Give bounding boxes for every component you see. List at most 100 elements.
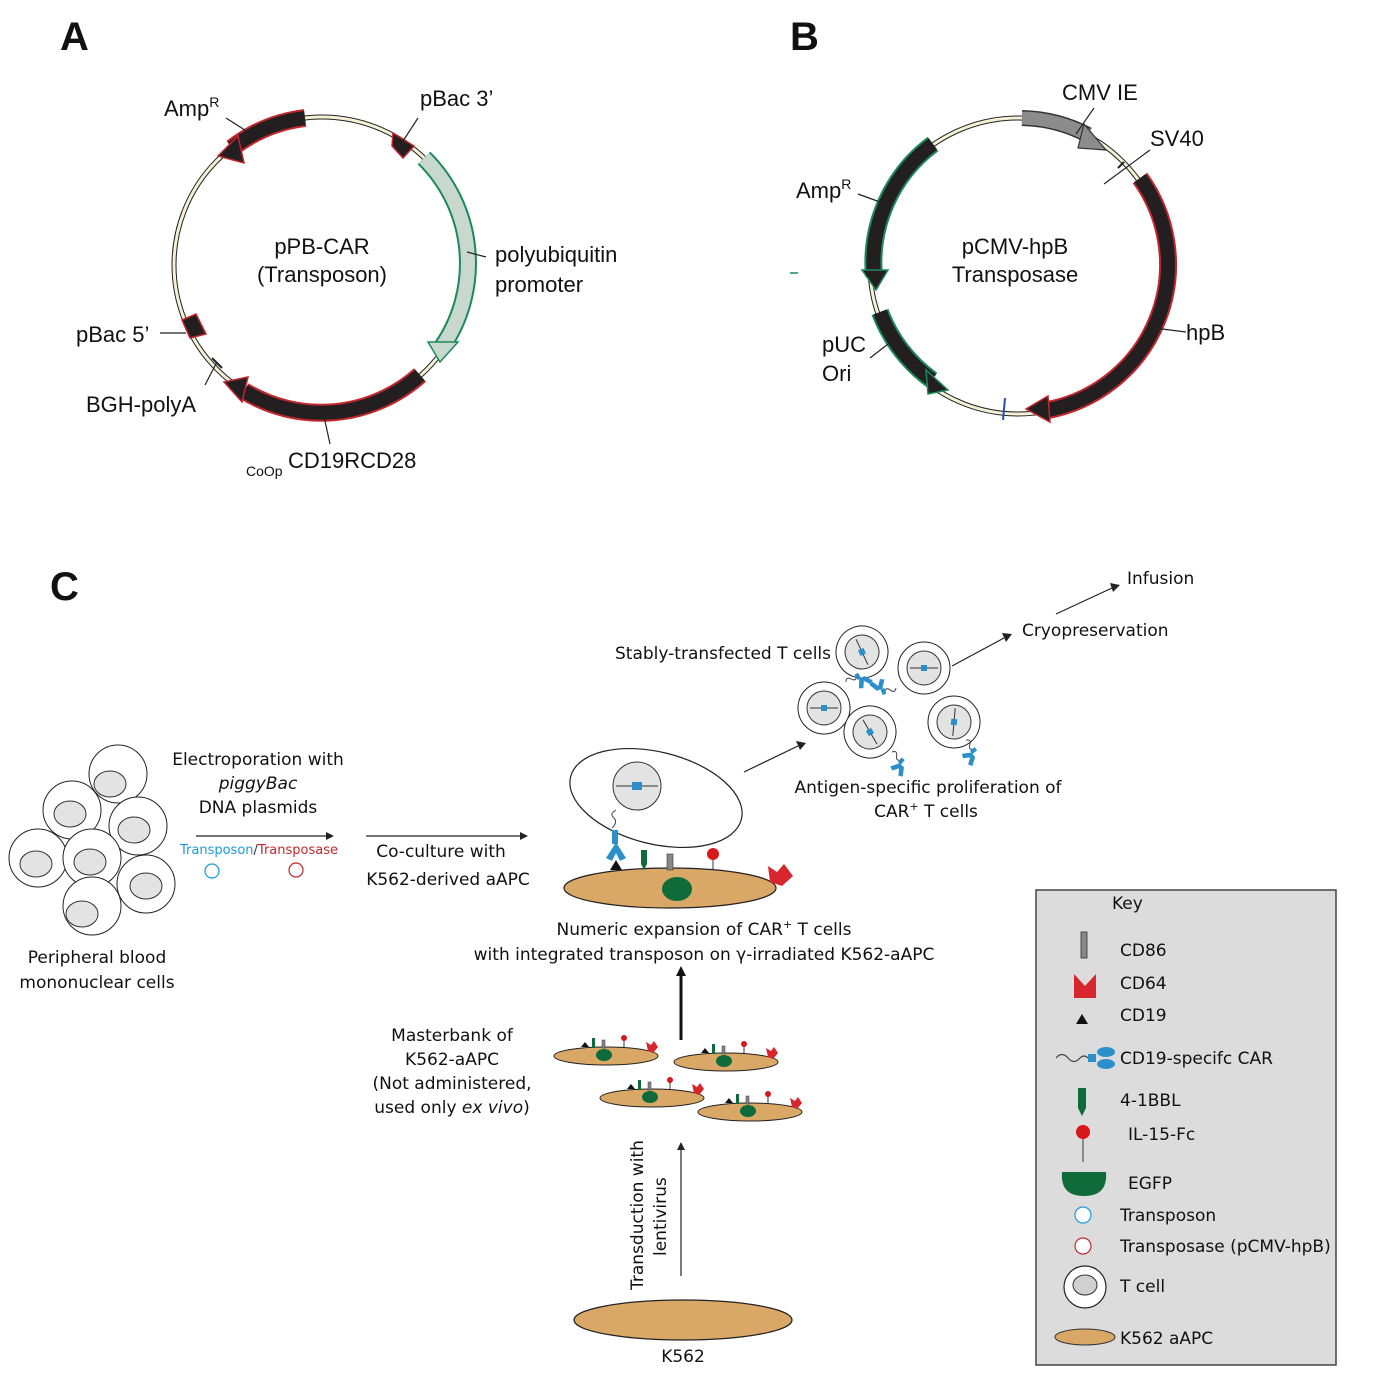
masterbank-aapc — [697, 1090, 803, 1122]
bgh-leader — [204, 361, 218, 386]
pbmc-cell — [116, 854, 176, 914]
amp-a-arrowhead — [216, 134, 246, 165]
promoter-leader — [466, 251, 487, 258]
central-car-head — [606, 844, 626, 861]
proliferating-car — [868, 674, 898, 700]
cd86-icon — [1080, 931, 1088, 959]
amp-a-leader — [225, 117, 249, 133]
pbmc-cell — [8, 828, 68, 888]
master-label-3: (Not administered, — [372, 1074, 531, 1094]
transduction-label-1: Transduction with — [628, 1140, 648, 1291]
egfp-icon — [1061, 1172, 1107, 1196]
k562-label: K562 — [661, 1347, 705, 1367]
central-cd64 — [768, 864, 793, 886]
numeric-label-2: with integrated transposon on γ-irradiat… — [474, 945, 935, 965]
amp-b-label: AmpR — [796, 176, 851, 203]
central-4-1bbl — [641, 850, 647, 870]
proliferating-tcell — [897, 641, 951, 695]
infusion-label: Infusion — [1127, 569, 1194, 589]
pbac3-label: pBac 3’ — [420, 86, 493, 111]
coculture-arrowhead — [520, 832, 528, 840]
legend-il15: IL-15-Fc — [1128, 1125, 1195, 1145]
plasmid-a-type: (Transposon) — [257, 262, 387, 287]
stably-label: Stably-transfected T cells — [615, 644, 831, 664]
transposon-transposase-label: Transposon/Transposase — [179, 843, 338, 858]
pbmc-cluster — [8, 744, 176, 936]
pbmc-cell — [62, 828, 122, 888]
central-il15 — [707, 848, 719, 860]
panel-b-letter: B — [790, 15, 819, 59]
pbac3-leader — [402, 117, 419, 142]
legend-transposase: Transposase (pCMV-hpB) — [1119, 1237, 1331, 1257]
legend-cd64: CD64 — [1120, 974, 1167, 994]
plasmid-b-type: Transposase — [952, 262, 1078, 287]
amp-b-leader — [857, 193, 881, 203]
infusion-arrow — [1055, 587, 1113, 615]
plasmid-b-marker — [1002, 397, 1006, 421]
transduction-label-2: lentivirus — [651, 1177, 671, 1256]
masterbank-aapc — [599, 1076, 705, 1108]
infusion-arrowhead — [1110, 583, 1120, 592]
proliferating-car — [882, 749, 913, 779]
sv40-tick — [1117, 161, 1125, 169]
numeric-label-1: Numeric expansion of CAR+ T cells — [557, 918, 852, 940]
amp-b-arrowhead — [860, 269, 890, 292]
promoter-segment — [419, 153, 475, 351]
proliferating-tcells — [797, 616, 984, 779]
central-egfp — [662, 877, 692, 901]
pbmc-label-1: Peripheral blood — [28, 948, 166, 968]
electro-label-2: piggyBac — [218, 774, 298, 794]
central-car-stalk — [612, 830, 618, 844]
plasmid-a-name: pPB-CAR — [274, 234, 369, 259]
puc-segment — [873, 309, 937, 386]
panel-c-letter: C — [50, 565, 79, 609]
cmv-arrowhead — [1077, 122, 1108, 151]
central-cd86 — [666, 853, 674, 871]
amp-a-segment — [227, 111, 306, 154]
4-1bbl-icon — [1078, 1088, 1086, 1116]
pbmc-cell — [88, 744, 148, 804]
amp-a-label: AmpR — [164, 94, 219, 121]
sv40-leader — [1103, 149, 1151, 185]
pbmc-cell — [108, 796, 168, 856]
car-icon-stalk — [1088, 1054, 1096, 1062]
transposon-key-icon — [1074, 1206, 1092, 1224]
cryo-arrow — [951, 637, 1005, 667]
plasmid-b-name: pCMV-hpB — [962, 234, 1068, 259]
proliferating-tcell — [797, 681, 851, 735]
plasmid-b — [790, 107, 1187, 424]
puc-leader — [869, 343, 889, 359]
electro-label-1: Electroporation with — [172, 750, 344, 770]
hpb-segment — [1046, 173, 1175, 417]
antigen-label-1: Antigen-specific proliferation of — [794, 778, 1062, 798]
plasmid-a — [160, 109, 487, 445]
k562-key-icon — [1054, 1328, 1116, 1346]
legend-title: Key — [1112, 894, 1143, 914]
legend-cd86: CD86 — [1120, 941, 1167, 961]
promoter-label-2: promoter — [495, 272, 583, 297]
electro-arrowhead — [326, 832, 334, 840]
master-label-4: used only ex vivo) — [374, 1098, 529, 1118]
proliferation-arrow — [743, 745, 799, 773]
coculture-label-1: Co-culture with — [376, 842, 506, 862]
coop-label: CoOp — [246, 463, 283, 479]
il15-icon — [1076, 1125, 1090, 1139]
hpb-leader — [1153, 327, 1187, 333]
masterbank-aapc — [553, 1034, 659, 1066]
master-label-2: K562-aAPC — [405, 1050, 499, 1070]
transduction-arrowhead — [677, 1142, 685, 1150]
pbac3-segment — [391, 131, 416, 160]
car-icon-tail — [1055, 1053, 1089, 1063]
cd64-icon — [1074, 974, 1096, 998]
hpb-label: hpB — [1186, 320, 1225, 345]
legend-tcell: T cell — [1119, 1277, 1165, 1297]
antigen-label-2: CAR+ T cells — [874, 800, 978, 822]
transposase-key-icon — [1074, 1237, 1092, 1255]
cmv-label: CMV IE — [1062, 80, 1138, 105]
car-icon-head-bottom — [1097, 1059, 1115, 1069]
promoter-label-1: polyubiquitin — [495, 242, 617, 267]
cmv-leader — [1075, 107, 1095, 135]
puc-arrowhead — [925, 368, 950, 395]
car-leader — [322, 411, 331, 445]
